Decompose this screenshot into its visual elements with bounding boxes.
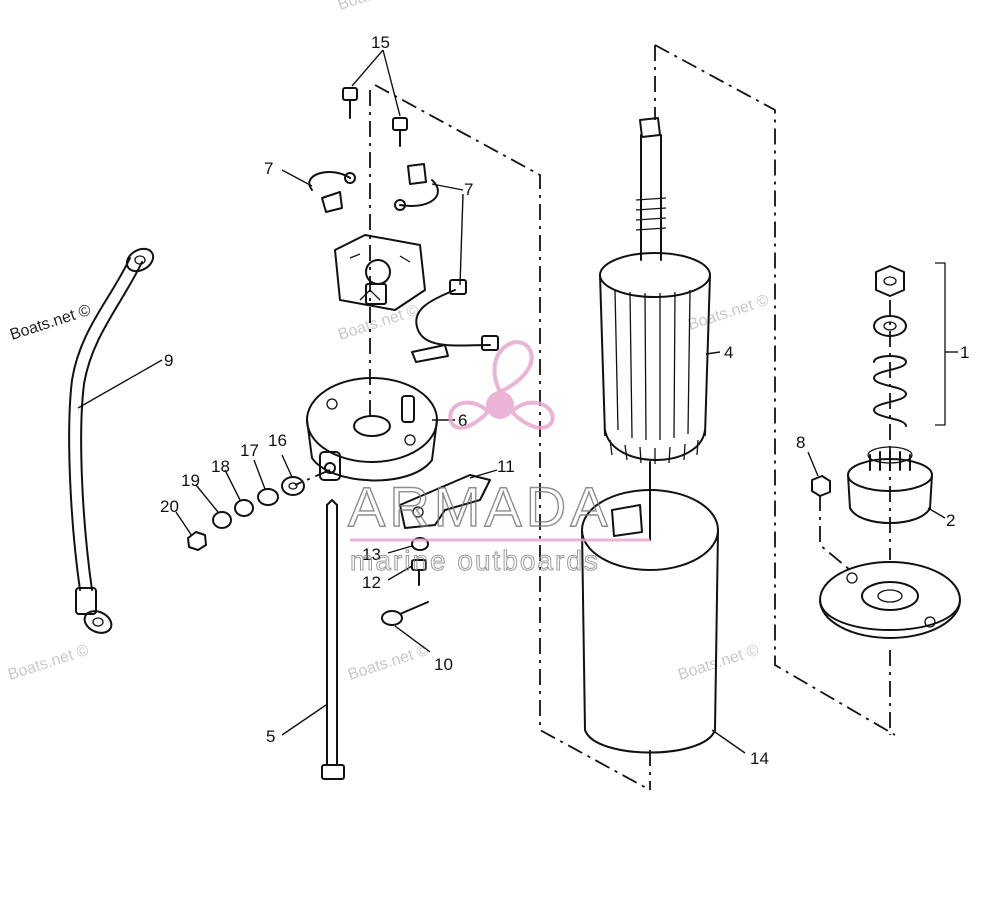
callout-15: 15 <box>371 33 390 52</box>
brush-spring-right <box>394 163 439 211</box>
callout-7: 7 <box>464 180 473 199</box>
brush-leads <box>411 279 499 363</box>
armature <box>599 117 711 541</box>
callout-13: 13 <box>362 545 381 564</box>
battery-cable <box>68 247 155 634</box>
callout-9: 9 <box>164 351 173 370</box>
callout-1: 1 <box>960 343 969 362</box>
brush-spring-left <box>308 171 356 213</box>
callout-6: 6 <box>458 411 467 430</box>
assembly-line-frame <box>654 44 896 736</box>
assembly-line-nut <box>819 495 851 571</box>
callout-2: 2 <box>946 511 955 530</box>
brush-holder-plate <box>334 234 426 311</box>
terminal-hardware <box>187 476 305 551</box>
armada-logo-watermark: ARMADA marine outboards <box>347 340 650 577</box>
callout-18: 18 <box>211 457 230 476</box>
watermark-boats-net: Boats.net © <box>336 0 421 14</box>
propeller-icon <box>448 340 555 430</box>
drive-end-nut <box>811 475 831 497</box>
drive-pinion-gear <box>847 446 933 524</box>
callout-leaders <box>77 49 958 754</box>
callout-16: 16 <box>268 431 287 450</box>
assembly-line-bolt <box>294 469 331 486</box>
callout-8: 8 <box>796 433 805 452</box>
callout-12: 12 <box>362 573 381 592</box>
drive-end-cap <box>819 561 961 639</box>
callout-19: 19 <box>181 471 200 490</box>
watermark-boats-net: Boats.net © <box>676 642 761 684</box>
callout-14: 14 <box>750 749 769 768</box>
watermark-boats-net: Boats.net © <box>8 302 93 344</box>
watermark-boats-net: Boats.net © <box>686 292 771 334</box>
watermark-boats-net: Boats.net © <box>6 642 91 684</box>
callout-4: 4 <box>724 343 733 362</box>
watermark-boats-net: Boats.net © <box>346 642 431 684</box>
callout-11: 11 <box>497 457 515 476</box>
callout-20: 20 <box>160 497 179 516</box>
through-bolt <box>321 499 345 780</box>
assembly-line-end-cap <box>374 84 651 791</box>
callout-5: 5 <box>266 727 275 746</box>
bracket-screws <box>381 537 429 626</box>
callout-10: 10 <box>434 655 453 674</box>
field-frame-housing <box>581 489 719 754</box>
brand-tagline: marine outboards <box>350 545 600 576</box>
callout-17: 17 <box>240 441 259 460</box>
commutator-end-cap <box>306 377 438 482</box>
mounting-bracket <box>399 474 491 529</box>
callout-7: 7 <box>264 159 273 178</box>
brand-name: ARMADA <box>348 475 612 538</box>
drive-nut-spring-assembly <box>873 262 946 427</box>
brush-holder-screws <box>342 87 408 147</box>
